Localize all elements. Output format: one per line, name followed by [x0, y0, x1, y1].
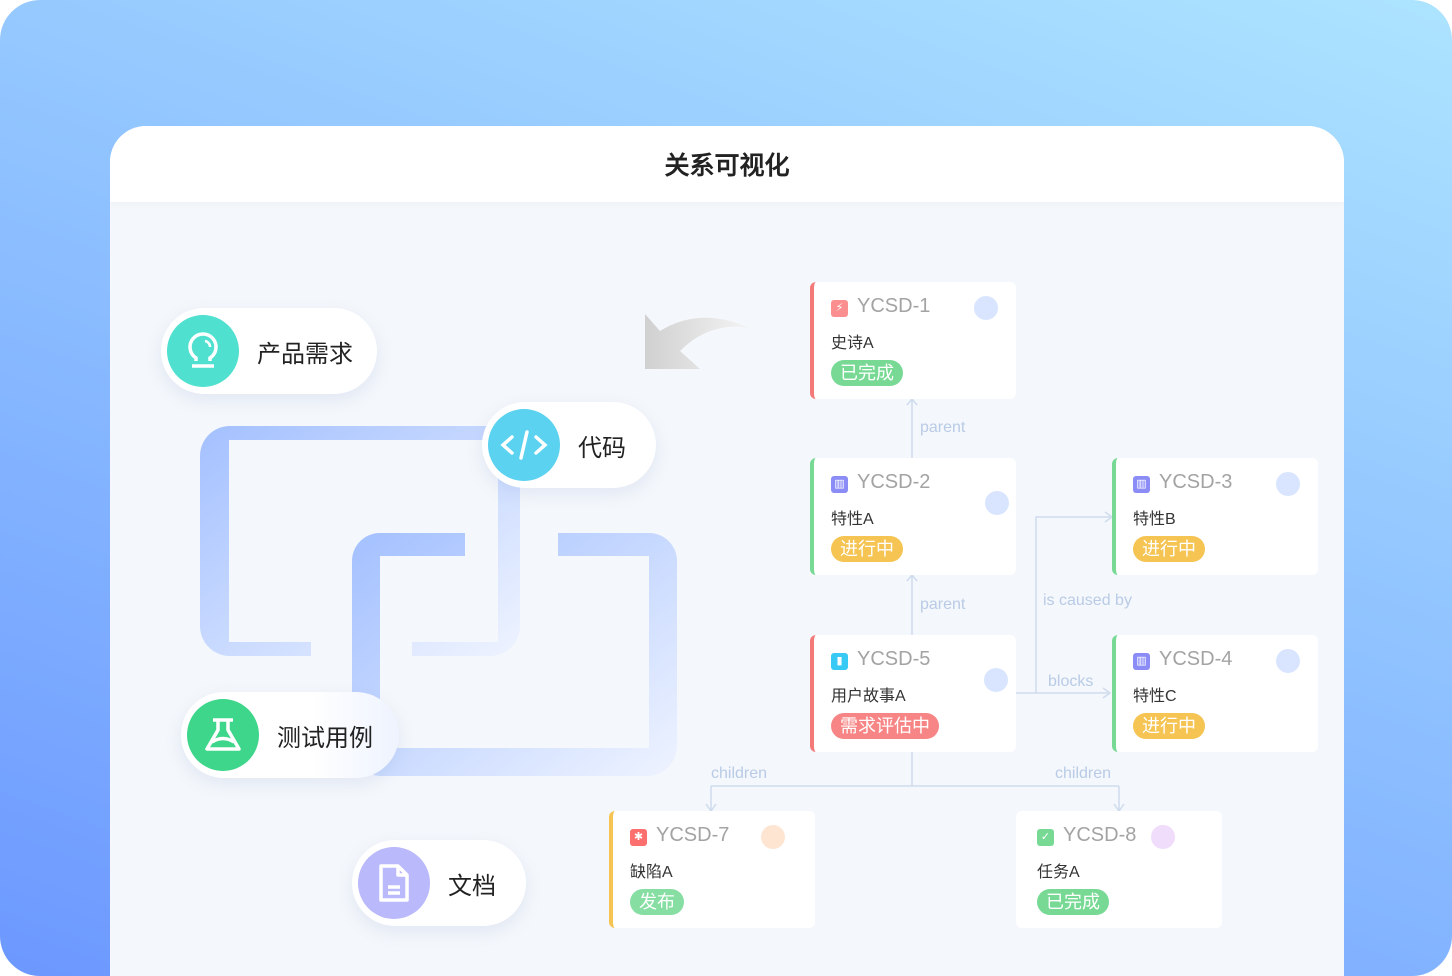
assignee-avatar[interactable] — [1276, 649, 1300, 673]
feature-icon: ▥ — [1133, 653, 1150, 670]
flask-icon — [187, 699, 259, 771]
feature-icon: ▥ — [831, 476, 848, 493]
status-badge: 已完成 — [1037, 889, 1109, 915]
relation-label: parent — [920, 596, 966, 613]
assignee-avatar[interactable] — [1151, 825, 1175, 849]
issue-card[interactable]: ✓ YCSD-8 任务A 已完成 — [1016, 811, 1222, 928]
pill-label: 产品需求 — [257, 340, 353, 368]
relation-label: children — [711, 765, 768, 782]
pill-test-cases[interactable]: 测试用例 — [181, 692, 399, 778]
issue-id[interactable]: YCSD-2 — [857, 471, 931, 493]
lightbulb-icon — [167, 315, 239, 387]
issue-title: 特性B — [1133, 511, 1176, 528]
pill-label: 测试用例 — [277, 724, 373, 752]
code-icon — [488, 409, 560, 481]
document-icon — [358, 847, 430, 919]
issue-id[interactable]: YCSD-4 — [1159, 648, 1233, 670]
feature-icon: ▥ — [1133, 476, 1150, 493]
status-badge: 发布 — [630, 889, 684, 915]
relation-label: children — [1055, 765, 1112, 782]
issue-card[interactable]: ▥ YCSD-2 特性A 进行中 — [810, 458, 1016, 575]
issue-id[interactable]: YCSD-5 — [857, 648, 931, 670]
pill-documents[interactable]: 文档 — [352, 840, 526, 926]
pill-code[interactable]: 代码 — [482, 402, 656, 488]
pill-product-requirements[interactable]: 产品需求 — [161, 308, 377, 394]
pill-label: 代码 — [578, 434, 626, 462]
issue-title: 任务A — [1037, 864, 1080, 881]
relation-label: blocks — [1048, 673, 1094, 690]
issue-title: 用户故事A — [831, 688, 906, 705]
status-badge: 进行中 — [1133, 713, 1205, 739]
assignee-avatar[interactable] — [974, 296, 998, 320]
issue-title: 特性A — [831, 511, 874, 528]
assignee-avatar[interactable] — [984, 668, 1008, 692]
issue-id[interactable]: YCSD-1 — [857, 295, 931, 317]
issue-card[interactable]: ▥ YCSD-4 特性C 进行中 — [1112, 635, 1318, 752]
status-badge: 进行中 — [1133, 536, 1205, 562]
status-badge: 已完成 — [831, 360, 903, 386]
epic-icon: ⚡ — [831, 300, 848, 317]
page-title: 关系可视化 — [110, 126, 1344, 202]
issue-title: 特性C — [1133, 688, 1177, 705]
issue-card[interactable]: ▮ YCSD-5 用户故事A 需求评估中 — [810, 635, 1016, 752]
arrow-icon — [645, 314, 750, 369]
story-icon: ▮ — [831, 653, 848, 670]
pill-label: 文档 — [448, 872, 496, 900]
task-icon: ✓ — [1037, 829, 1054, 846]
assignee-avatar[interactable] — [985, 491, 1009, 515]
relation-label: parent — [920, 419, 966, 436]
bug-icon: ✱ — [630, 829, 647, 846]
issue-title: 缺陷A — [630, 864, 673, 881]
relation-label: is caused by — [1043, 592, 1132, 609]
assignee-avatar[interactable] — [761, 825, 785, 849]
issue-card[interactable]: ✱ YCSD-7 缺陷A 发布 — [609, 811, 815, 928]
issue-card[interactable]: ⚡ YCSD-1 史诗A 已完成 — [810, 282, 1016, 399]
issue-title: 史诗A — [831, 335, 874, 352]
relation-window: 关系可视化 parent parent is caused by blocks … — [110, 126, 1344, 976]
assignee-avatar[interactable] — [1276, 472, 1300, 496]
issue-id[interactable]: YCSD-3 — [1159, 471, 1233, 493]
status-badge: 需求评估中 — [831, 713, 939, 739]
issue-card[interactable]: ▥ YCSD-3 特性B 进行中 — [1112, 458, 1318, 575]
issue-id[interactable]: YCSD-8 — [1063, 824, 1137, 846]
issue-id[interactable]: YCSD-7 — [656, 824, 730, 846]
status-badge: 进行中 — [831, 536, 903, 562]
